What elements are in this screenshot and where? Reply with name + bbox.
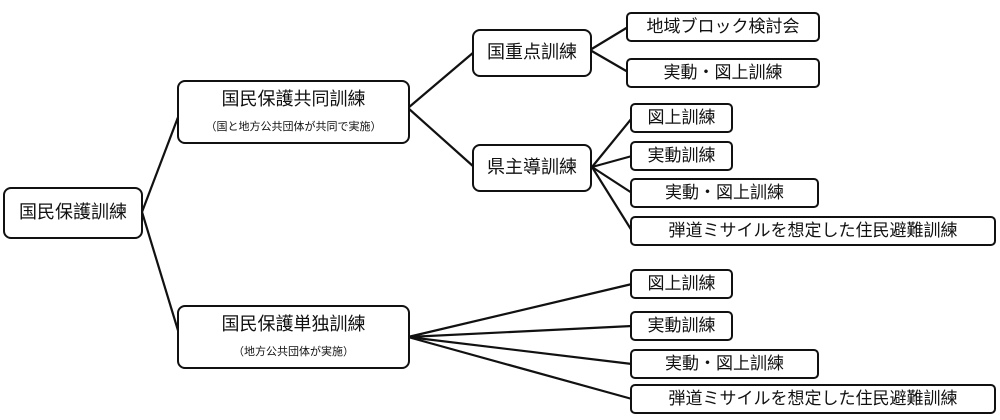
national-leaf: 地域ブロック検討会 <box>626 12 820 42</box>
edge-single-leaf-0 <box>407 282 633 339</box>
edge-prefecture-leaf-3 <box>591 166 633 232</box>
national-leaf-label: 実動・図上訓練 <box>663 62 783 83</box>
prefecture-led-node: 県主導訓練 <box>472 144 592 192</box>
edge-joint-prefecture <box>407 107 475 168</box>
single-training-note: （地方公共団体が実施） <box>233 344 354 358</box>
single-training-node: 国民保護単独訓練 （地方公共団体が実施） <box>177 305 410 369</box>
prefecture-leaf: 図上訓練 <box>630 103 733 133</box>
joint-training-note: （国と地方公共団体が共同で実施） <box>205 119 382 133</box>
edge-national-leaf-1 <box>589 49 629 73</box>
root-node: 国民保護訓練 <box>3 187 143 239</box>
root-label: 国民保護訓練 <box>19 202 127 224</box>
national-focus-node: 国重点訓練 <box>472 29 592 77</box>
joint-training-node: 国民保護共同訓練 （国と地方公共団体が共同で実施） <box>177 80 410 144</box>
single-leaf-label: 実動訓練 <box>647 315 716 336</box>
edge-single-leaf-2 <box>407 335 633 366</box>
edge-root-joint <box>140 111 182 213</box>
single-leaf-label: 図上訓練 <box>647 273 716 294</box>
prefecture-leaf-label: 実動訓練 <box>647 145 716 166</box>
edge-prefecture-leaf-1 <box>591 154 633 169</box>
prefecture-leaf-label: 弾道ミサイルを想定した住民避難訓練 <box>668 220 958 241</box>
edge-prefecture-leaf-0 <box>591 117 633 168</box>
single-leaf: 実動訓練 <box>630 311 733 341</box>
edge-root-single <box>140 211 182 338</box>
national-leaf-label: 地域ブロック検討会 <box>646 16 800 37</box>
single-training-label: 国民保護単独訓練 <box>221 314 366 336</box>
national-leaf: 実動・図上訓練 <box>626 58 820 88</box>
prefecture-led-label: 県主導訓練 <box>487 157 577 179</box>
prefecture-leaf: 実動訓練 <box>630 141 733 171</box>
edge-single-leaf-3 <box>407 335 633 401</box>
prefecture-leaf-label: 実動・図上訓練 <box>665 182 784 203</box>
single-leaf-label: 実動・図上訓練 <box>665 353 784 374</box>
single-leaf: 弾道ミサイルを想定した住民避難訓練 <box>630 384 996 414</box>
single-leaf: 実動・図上訓練 <box>630 349 819 379</box>
joint-training-label: 国民保護共同訓練 <box>221 89 366 111</box>
edge-prefecture-leaf-2 <box>591 166 633 194</box>
single-leaf: 図上訓練 <box>630 269 733 299</box>
prefecture-leaf: 弾道ミサイルを想定した住民避難訓練 <box>630 216 996 246</box>
edge-national-leaf-0 <box>589 26 629 51</box>
edge-joint-national <box>407 51 475 109</box>
single-leaf-label: 弾道ミサイルを想定した住民避難訓練 <box>668 388 958 409</box>
edge-single-leaf-1 <box>407 324 633 339</box>
prefecture-leaf-label: 図上訓練 <box>647 107 716 128</box>
prefecture-leaf: 実動・図上訓練 <box>630 178 819 208</box>
national-focus-label: 国重点訓練 <box>487 42 577 64</box>
